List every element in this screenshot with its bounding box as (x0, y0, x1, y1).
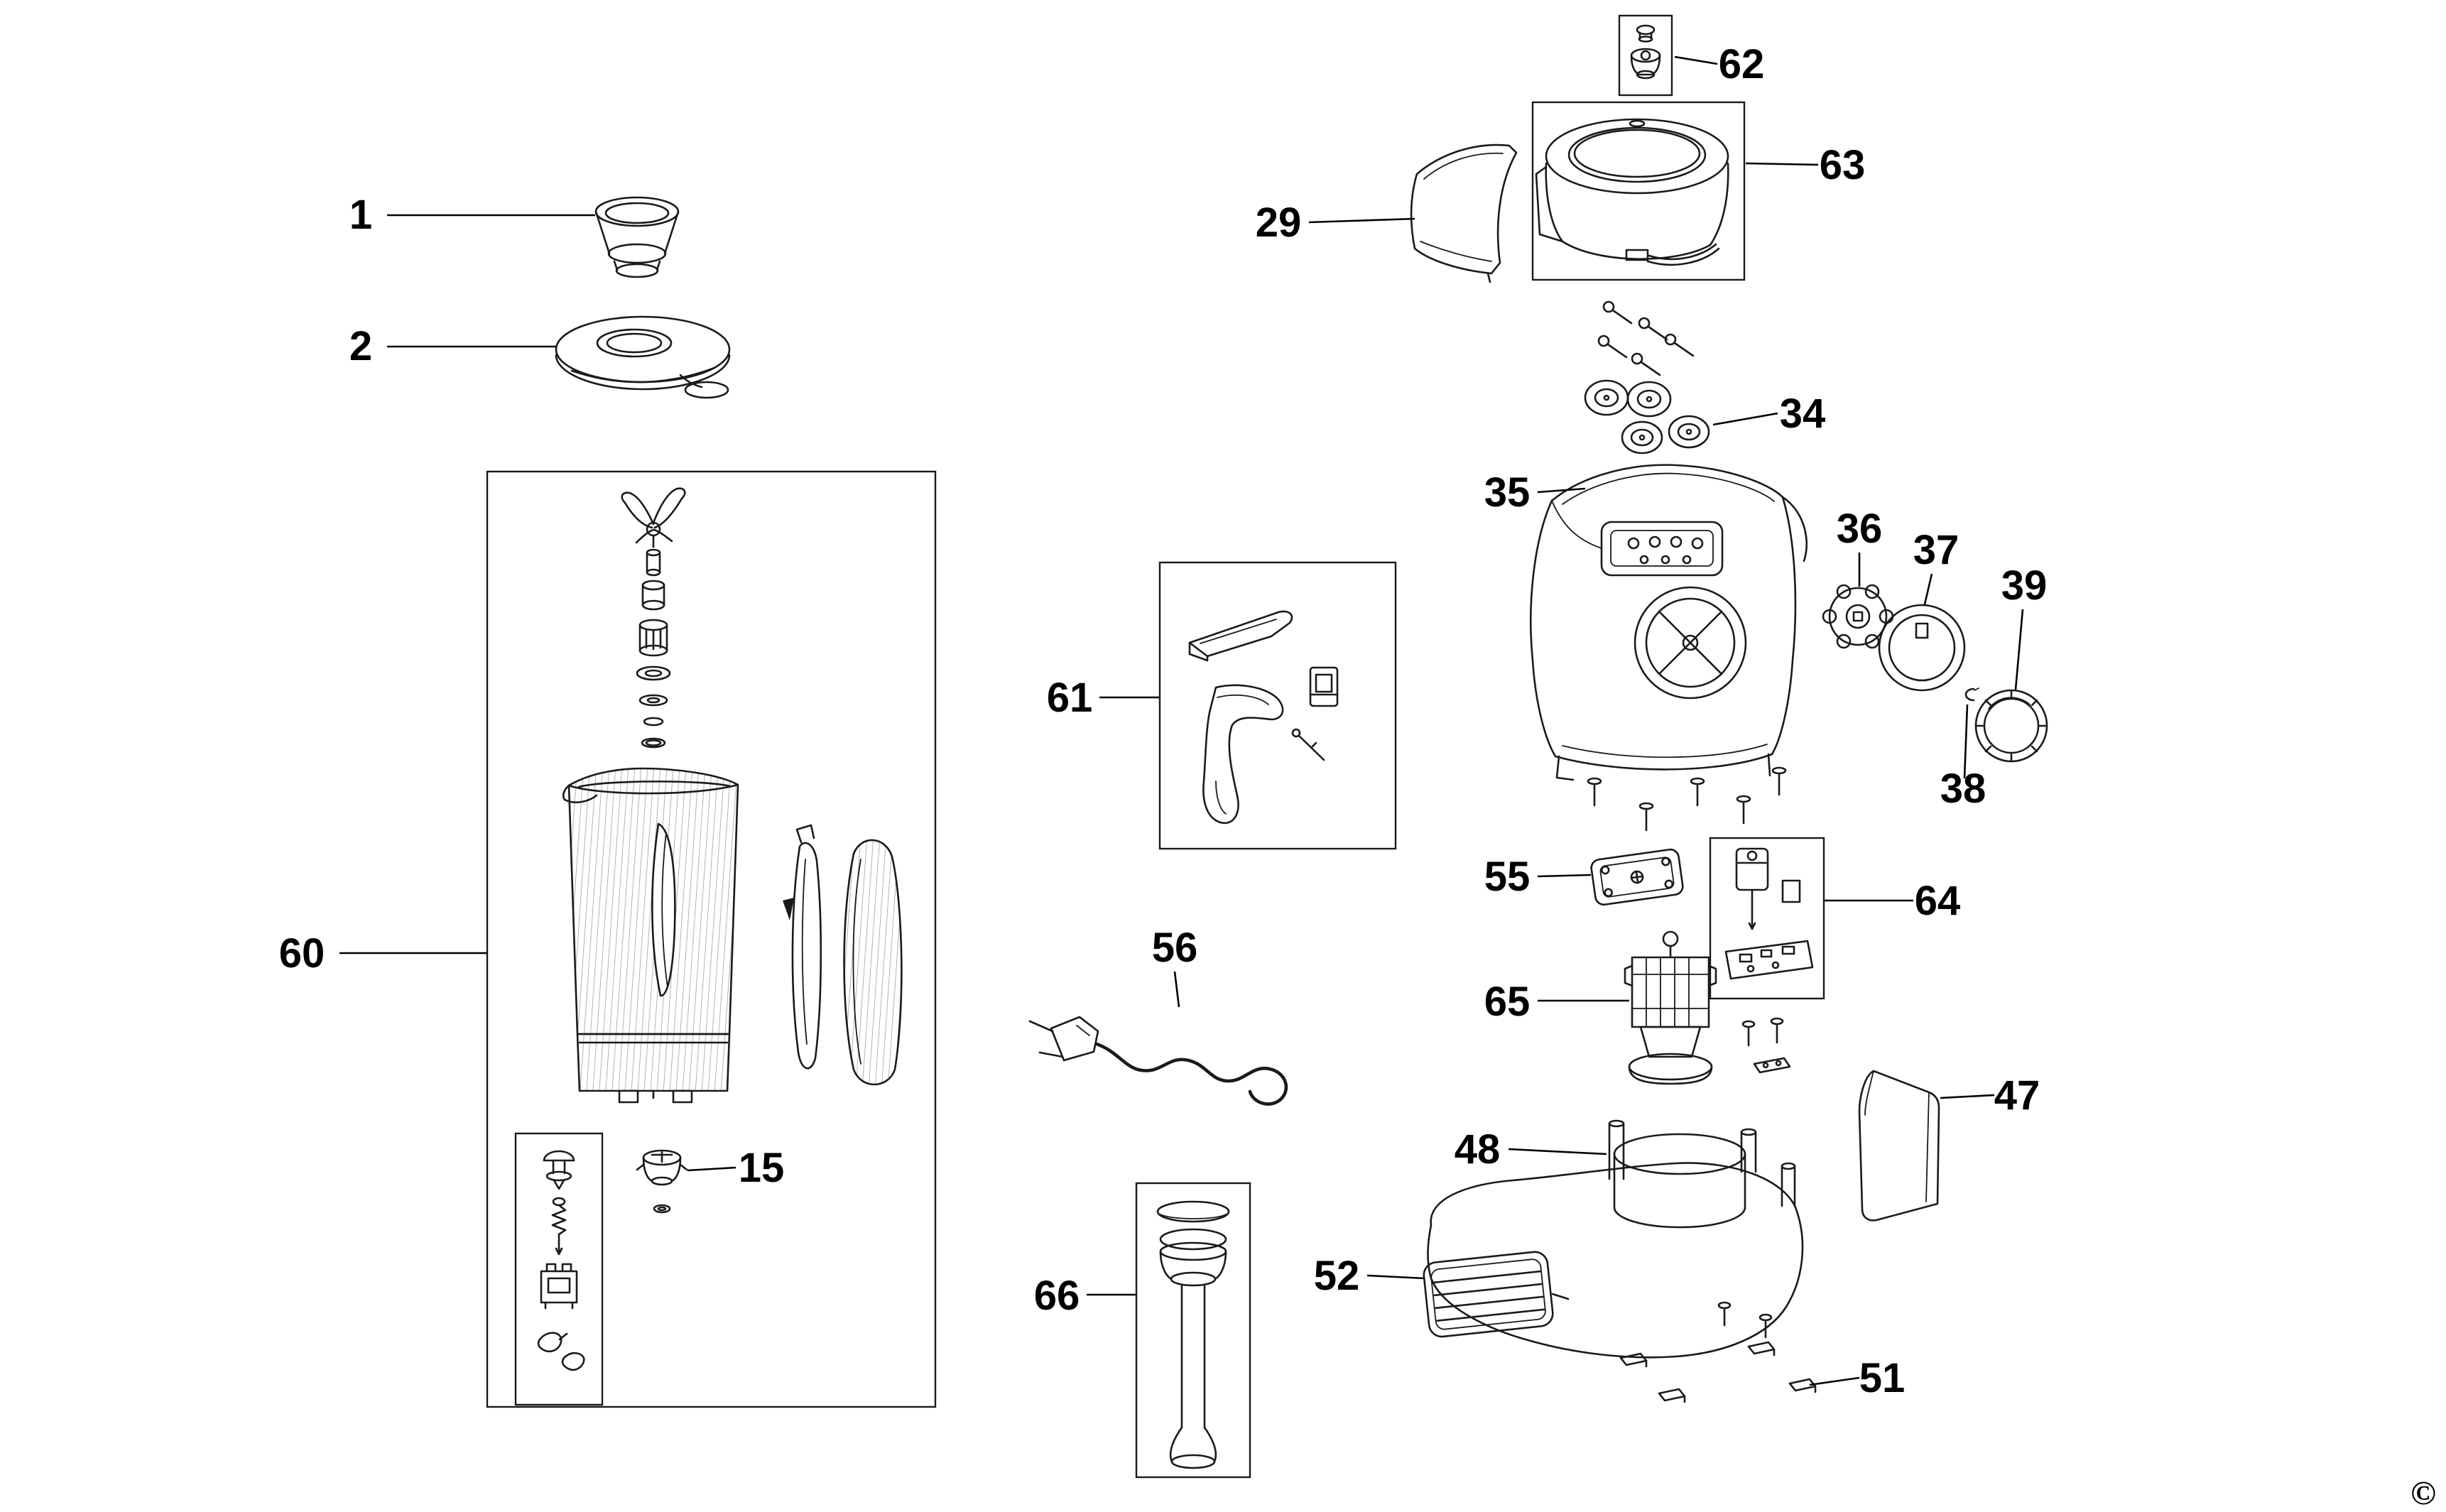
part-label-1: 1 (349, 192, 372, 238)
valve-parts-box (514, 1132, 604, 1406)
blade-assembly (621, 487, 686, 548)
copyright-symbol: © (2410, 1474, 2436, 1512)
leader-line-56 (1173, 971, 1180, 1008)
motor-screws-block (1741, 1017, 1791, 1074)
leader-line-37 (1923, 573, 1933, 605)
part-62-cap-knob (1630, 24, 1661, 80)
part-label-63: 63 (1820, 142, 1866, 188)
housing-screws-lower (1587, 766, 1787, 832)
leader-lines (339, 55, 2024, 1386)
part-labels: 1 2 60 15 29 62 63 34 35 36 37 39 38 61 … (279, 41, 2048, 1401)
part-15-coupling (636, 1149, 688, 1214)
leader-line-47 (1940, 1094, 1995, 1099)
part-label-15: 15 (739, 1145, 785, 1191)
part-64-sensor-pcb (1724, 847, 1814, 980)
part-38-clip (1964, 687, 1979, 702)
part-60-jug-assembly (514, 487, 903, 1406)
leader-line-29 (1308, 217, 1415, 224)
part-label-35: 35 (1484, 469, 1531, 516)
part-label-52: 52 (1314, 1253, 1360, 1299)
part-36-star-knob (1822, 584, 1894, 649)
leader-line-35 (1537, 487, 1586, 494)
base-screws (1717, 1301, 1773, 1339)
leader-line-63 (1745, 162, 1819, 166)
part-2-jug-lid (555, 315, 731, 399)
part-29-shell-panel (1410, 143, 1518, 283)
part-label-51: 51 (1859, 1355, 1906, 1401)
part-55-mount-plate (1590, 848, 1684, 906)
leader-line-55 (1537, 874, 1592, 878)
part-label-64: 64 (1915, 878, 1961, 924)
part-37-ring (1878, 604, 1966, 692)
clamp-bracket (540, 1263, 578, 1310)
part-label-62: 62 (1719, 41, 1765, 87)
part-label-29: 29 (1256, 200, 1302, 246)
part-51-rubber-feet (1619, 1341, 1817, 1403)
part-64-boundary-box (1709, 837, 1825, 1000)
leader-line-34 (1712, 412, 1778, 426)
part-label-36: 36 (1837, 506, 1883, 552)
part-61-boundary-box (1158, 561, 1397, 850)
part-label-66: 66 (1034, 1273, 1080, 1319)
part-63-top-housing (1535, 118, 1729, 266)
part-66-tamper (1156, 1200, 1230, 1469)
base-grill (1423, 1251, 1554, 1338)
part-label-56: 56 (1152, 925, 1198, 971)
lever-arm (1202, 684, 1284, 825)
leader-line-15 (687, 1166, 736, 1172)
leader-line-39 (2014, 609, 2024, 690)
part-60-boundary-box (486, 470, 937, 1408)
part-label-37: 37 (1913, 527, 1959, 573)
part-label-39: 39 (2001, 562, 2048, 609)
part-label-34: 34 (1780, 391, 1826, 437)
part-66-boundary-box (1135, 1182, 1251, 1479)
base-center-cylinder (1613, 1133, 1746, 1229)
leader-line-52 (1366, 1274, 1425, 1280)
handle-grip (843, 839, 903, 1086)
part-39-rotary-knob (1974, 689, 2048, 763)
leader-line-62 (1674, 55, 1718, 65)
part-label-2: 2 (349, 323, 372, 369)
plug (1028, 1016, 1099, 1062)
part-label-65: 65 (1484, 979, 1531, 1025)
lever-cap (1188, 610, 1293, 662)
part-label-55: 55 (1484, 854, 1531, 900)
micro-switch-bracket (1309, 666, 1339, 707)
part-65-motor (1624, 930, 1717, 1085)
part-label-48: 48 (1455, 1126, 1501, 1173)
part-56-power-cord (1028, 1016, 1288, 1106)
seal-leaves (537, 1332, 585, 1371)
jug-body (562, 767, 739, 1104)
handle-arrow-marker (783, 898, 794, 920)
housing-screws-upper (1597, 300, 1695, 376)
part-61-lever-parts (1188, 610, 1339, 825)
part-label-60: 60 (279, 930, 325, 977)
cord-cable (1094, 1042, 1288, 1106)
part-63-boundary-box (1531, 101, 1746, 281)
bearing-seal-stack (636, 548, 671, 749)
part-label-61: 61 (1047, 675, 1093, 721)
leader-line-51 (1809, 1376, 1860, 1386)
part-62-boundary-box (1618, 14, 1673, 97)
leader-line-38 (1963, 704, 1969, 779)
part-52-base-plate (1423, 1119, 1804, 1359)
part-48-pillar (1608, 1119, 1796, 1207)
part-label-38: 38 (1940, 766, 1986, 812)
steam-valve-stopper (543, 1150, 575, 1190)
handle-inner-strip (791, 824, 822, 1070)
part-label-47: 47 (1994, 1072, 2040, 1119)
part-1-measuring-cup (594, 196, 680, 278)
spring-screw (551, 1197, 567, 1256)
leader-line-48 (1508, 1148, 1607, 1155)
pin-needle (1291, 728, 1325, 761)
part-47-foot-wedge (1858, 1070, 1940, 1222)
part-34-rollers (1584, 379, 1710, 455)
part-35-main-housing (1530, 464, 1808, 781)
